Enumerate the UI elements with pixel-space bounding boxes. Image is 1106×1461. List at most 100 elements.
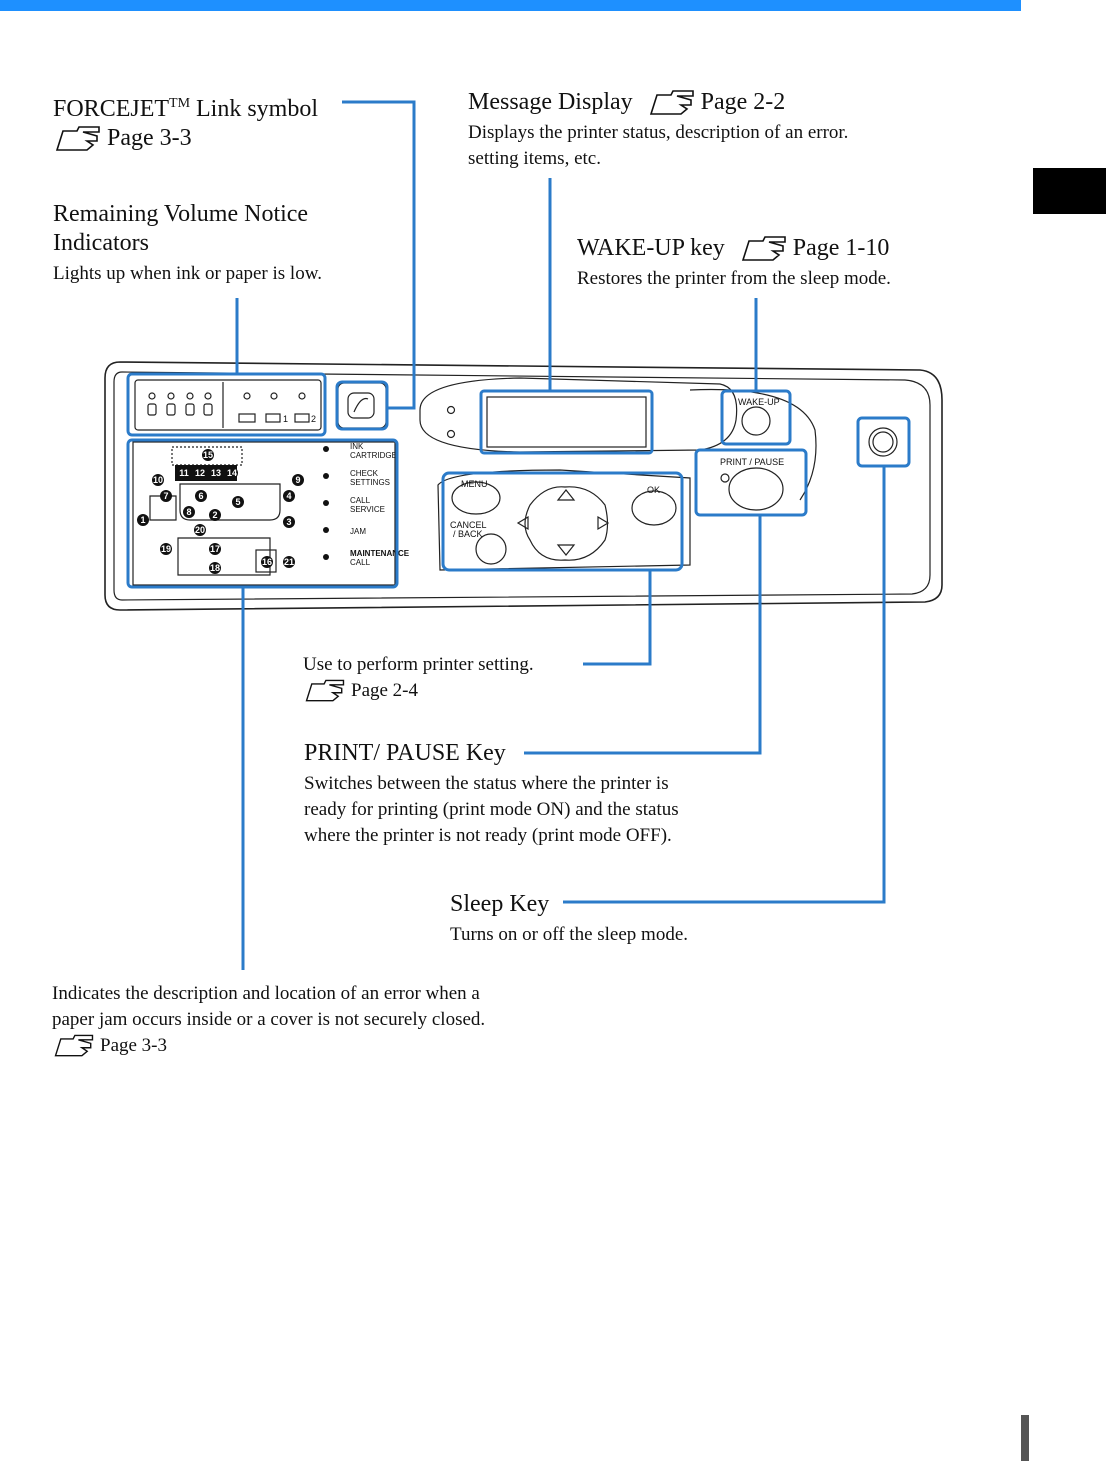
jam-location-number: 4 (286, 491, 291, 501)
jam-location-number: 8 (186, 507, 191, 517)
svg-text:1: 1 (283, 414, 288, 424)
jam-location-number: 13 (211, 468, 221, 478)
wake-up-page-ref[interactable]: Page 1-10 (792, 235, 890, 261)
ink-level-indicators (147, 392, 213, 416)
jam-location-badge (209, 562, 221, 574)
error-location-desc-1: Indicates the description and location o… (52, 983, 480, 1004)
forcejet-callout: FORCEJETTM Link symbol Page 3-3 (53, 89, 318, 157)
jam-location-number: 10 (153, 475, 163, 485)
remaining-volume-callout: Remaining Volume Notice Indicators Light… (53, 200, 322, 287)
svg-text:JAM: JAM (350, 527, 366, 536)
jam-location-badge (152, 474, 164, 486)
printer-setting-desc: Use to perform printer setting. (303, 654, 534, 675)
jam-location-number: 18 (210, 563, 220, 573)
message-display-callout: Message Display Page 2-2 Displays the pr… (468, 88, 848, 172)
printer-setting-callout: Use to perform printer setting. Page 2-4 (303, 652, 534, 708)
page-edge-marker (1021, 1415, 1029, 1461)
svg-text:SERVICE: SERVICE (350, 505, 385, 514)
printer-setting-page-ref[interactable]: Page 2-4 (351, 680, 419, 701)
jam-location-badge (210, 467, 222, 479)
svg-text:CARTRIDGE: CARTRIDGE (350, 451, 397, 460)
pointing-hand-icon (649, 89, 694, 115)
jam-location-number: 2 (212, 510, 217, 520)
jam-location-number: 1 (140, 515, 145, 525)
print-pause-leader (524, 515, 762, 755)
svg-text:WAKE-UP: WAKE-UP (738, 397, 780, 407)
remaining-volume-highlight (126, 372, 327, 437)
sleep-key-desc: Turns on or off the sleep mode. (450, 924, 689, 945)
jam-location-badge (137, 514, 149, 526)
svg-text:2: 2 (311, 414, 316, 424)
jam-location-number: 5 (235, 497, 240, 507)
jam-location-badge (160, 543, 172, 555)
jam-location-number: 20 (195, 525, 205, 535)
wake-up-title: WAKE-UP key (577, 235, 725, 261)
forcejet-title-rest: Link symbol (190, 96, 319, 122)
error-location-desc-2: paper jam occurs inside or a cover is no… (52, 1009, 486, 1030)
jam-location-badge (292, 474, 304, 486)
jam-location-badge (283, 556, 295, 568)
jam-location-number: 14 (227, 468, 237, 478)
forcejet-link-highlight (335, 380, 389, 431)
chapter-tab (1033, 168, 1106, 214)
print-pause-desc-2: ready for printing (print mode ON) and t… (304, 799, 679, 820)
jam-location-badge (283, 516, 295, 528)
jam-location-number: 12 (195, 468, 205, 478)
jam-location-badge (195, 490, 207, 502)
svg-text:PRINT / PAUSE: PRINT / PAUSE (720, 457, 784, 467)
trademark-mark: TM (169, 96, 191, 111)
jam-location-number: 7 (163, 491, 168, 501)
wake-up-callout: WAKE-UP key Page 1-10 Restores the print… (577, 234, 891, 292)
svg-text:CANCEL: CANCEL (450, 520, 487, 530)
jam-location-number: 6 (198, 491, 203, 501)
jam-location-badge (226, 467, 238, 479)
sleep-key-title: Sleep Key (450, 891, 550, 917)
sleep-key-leader (563, 466, 886, 904)
pointing-hand-icon (54, 1034, 94, 1057)
print-pause-title: PRINT/ PAUSE Key (304, 740, 506, 766)
svg-text:SETTINGS: SETTINGS (350, 478, 390, 487)
jam-location-number: 9 (295, 475, 300, 485)
remaining-volume-desc: Lights up when ink or paper is low. (53, 263, 322, 284)
jam-location-badge (178, 467, 190, 479)
top-accent-bar (0, 0, 1021, 11)
svg-text:/ BACK: / BACK (453, 529, 483, 539)
jam-location-badge (232, 496, 244, 508)
sleep-key-callout: Sleep Key Turns on or off the sleep mode… (450, 890, 688, 948)
pointing-hand-icon (55, 125, 100, 151)
jam-location-badge (261, 556, 273, 568)
remaining-volume-title-1: Remaining Volume Notice (53, 201, 309, 227)
error-location-page-ref[interactable]: Page 3-3 (100, 1035, 168, 1056)
jam-location-badge (283, 490, 295, 502)
svg-text:OK: OK (647, 485, 660, 495)
jam-location-badge (183, 506, 195, 518)
message-display-highlight (479, 389, 654, 455)
message-display-desc-2: setting items, etc. (468, 148, 601, 169)
jam-location-number: 21 (284, 557, 294, 567)
jam-location-badge (160, 490, 172, 502)
print-pause-desc-3: where the printer is not ready (print mo… (304, 825, 672, 846)
svg-text:CALL: CALL (350, 496, 371, 505)
message-display-page-ref[interactable]: Page 2-2 (700, 89, 786, 115)
svg-text:MAINTENANCE: MAINTENANCE (350, 549, 410, 558)
paper-level-indicators: 1 2 (238, 392, 316, 424)
panel-outline (104, 361, 943, 611)
printer-setting-leader (583, 570, 652, 666)
jam-location-number: 3 (286, 517, 291, 527)
error-location-highlight (126, 438, 399, 589)
jam-location-number: 16 (262, 557, 272, 567)
print-pause-highlight (694, 448, 808, 517)
jam-location-badge (194, 467, 206, 479)
forcejet-page-ref[interactable]: Page 3-3 (107, 125, 192, 151)
message-display-title: Message Display (468, 89, 633, 115)
jam-location-badge (202, 449, 214, 461)
forcejet-leader (342, 100, 416, 410)
svg-text:CHECK: CHECK (350, 469, 379, 478)
svg-text:CALL: CALL (350, 558, 371, 567)
print-pause-desc-1: Switches between the status where the pr… (304, 773, 669, 794)
menu-keys-highlight (441, 471, 684, 572)
jam-location-number: 15 (203, 450, 213, 460)
svg-text:INK: INK (350, 442, 364, 451)
